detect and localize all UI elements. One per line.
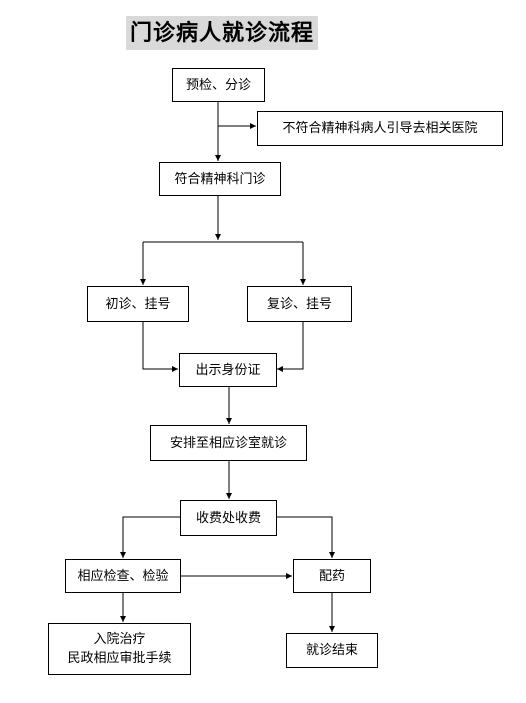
node-precheck: 预检、分诊 [172,68,265,102]
node-exam: 相应检查、检验 [65,559,181,593]
arrow-first-to-id [142,321,178,372]
node-payment: 收费处收费 [180,500,277,536]
node-return-visit: 复诊、挂号 [247,286,352,322]
arrow-return-to-id [277,321,304,372]
arrow-payment-to-dispense [276,516,335,558]
node-redirect: 不符合精神科病人引导去相关医院 [257,111,503,146]
admission-line-1: 入院治疗 [93,632,146,647]
node-first-visit: 初诊、挂号 [87,286,189,322]
node-show-id: 出示身份证 [179,353,277,387]
node-assign-room: 安排至相应诊室就诊 [150,425,307,461]
admission-line-2: 民政相应审批手续 [67,651,172,666]
node-psych-clinic: 符合精神科门诊 [159,162,281,196]
node-end: 就诊结束 [286,633,378,668]
arrow-payment-to-exam [120,516,180,558]
page-title: 门诊病人就诊流程 [126,16,318,50]
node-admission: 入院治疗 民政相应审批手续 [48,623,191,675]
node-dispense: 配药 [293,559,371,593]
